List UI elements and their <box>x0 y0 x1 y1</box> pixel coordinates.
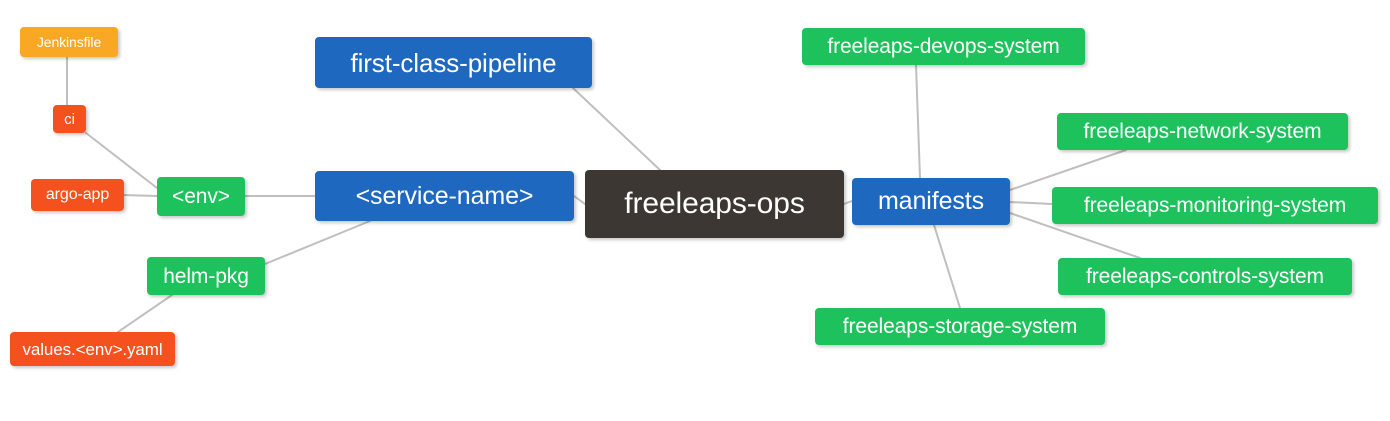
edge-freeleaps-ops-to-first-class-pipeline <box>572 87 661 171</box>
node-freeleaps-devops-system[interactable]: freeleaps-devops-system <box>802 28 1085 65</box>
node-freeleaps-storage-system[interactable]: freeleaps-storage-system <box>815 308 1105 345</box>
edge-env-to-argo-app <box>123 194 158 197</box>
node-values-env-yaml[interactable]: values.<env>.yaml <box>10 332 175 366</box>
node-argo-app[interactable]: argo-app <box>31 179 124 211</box>
edge-manifests-to-freeleaps-monitoring-system <box>1009 201 1053 205</box>
edge-manifests-to-freeleaps-network-system <box>1009 149 1127 191</box>
node-freeleaps-controls-system[interactable]: freeleaps-controls-system <box>1058 258 1352 295</box>
node-manifests[interactable]: manifests <box>852 178 1010 225</box>
node-freeleaps-ops[interactable]: freeleaps-ops <box>585 170 844 238</box>
edge-helm-pkg-to-values-env-yaml <box>117 294 173 333</box>
node-freeleaps-network-system[interactable]: freeleaps-network-system <box>1057 113 1348 150</box>
node-freeleaps-monitoring-system[interactable]: freeleaps-monitoring-system <box>1052 187 1378 224</box>
node-helm-pkg[interactable]: helm-pkg <box>147 257 265 295</box>
edge-freeleaps-ops-to-manifests <box>843 200 853 205</box>
node-service-name[interactable]: <service-name> <box>315 171 574 221</box>
edge-manifests-to-freeleaps-storage-system <box>933 224 961 309</box>
node-ci[interactable]: ci <box>53 105 86 133</box>
edge-service-name-to-helm-pkg <box>264 220 371 265</box>
node-first-class-pipeline[interactable]: first-class-pipeline <box>315 37 592 88</box>
edge-freeleaps-ops-to-service-name <box>573 195 586 205</box>
node-jenkinsfile[interactable]: Jenkinsfile <box>20 27 118 57</box>
edge-manifests-to-freeleaps-devops-system <box>915 64 921 179</box>
node-env[interactable]: <env> <box>157 177 245 216</box>
